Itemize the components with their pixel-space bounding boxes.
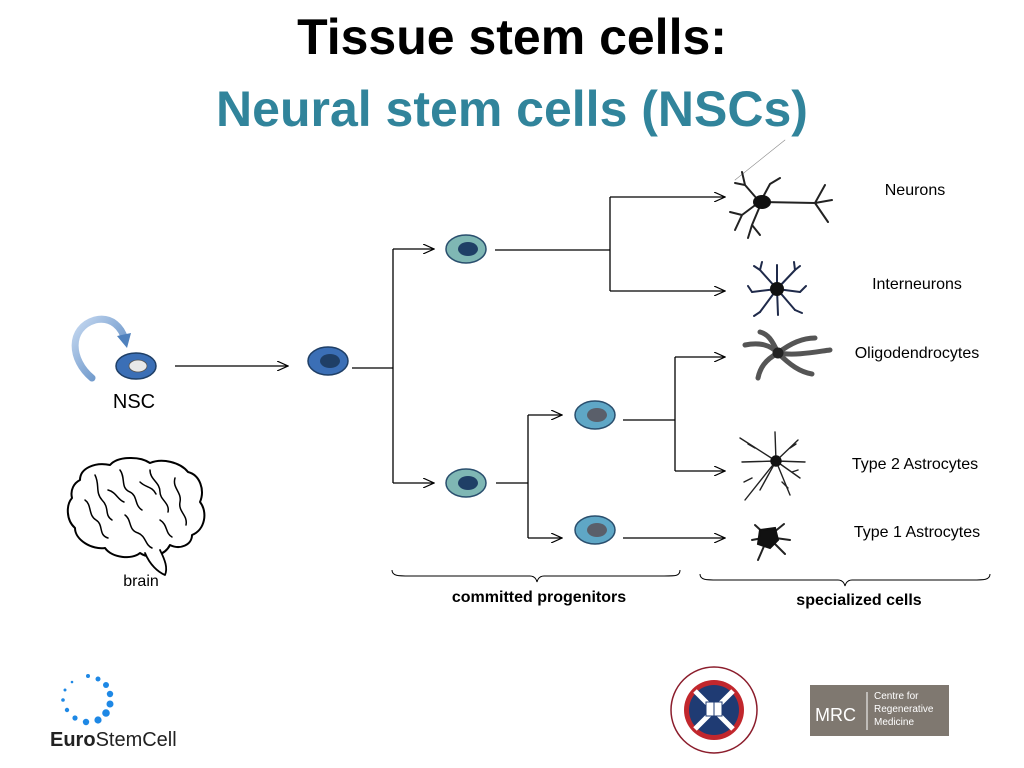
label-neurons: Neurons	[885, 182, 945, 199]
brace-committed-progenitors	[391, 569, 681, 583]
oligodendrocyte-icon	[742, 329, 833, 381]
progenitor-cell-upper	[445, 234, 487, 264]
university-of-edinburgh-seal	[670, 666, 758, 754]
brain-icon	[66, 457, 206, 576]
mrc-abbrev: MRC	[815, 705, 856, 725]
brace-specialized-cells	[699, 573, 991, 587]
label-interneurons: Interneurons	[872, 276, 962, 293]
mrc-line3: Medicine	[874, 717, 914, 728]
slide-title: Tissue stem cells:	[297, 9, 727, 65]
label-committed-progenitors: committed progenitors	[452, 589, 626, 606]
eurostemcell-logo-icon	[61, 674, 114, 726]
brain-label: brain	[123, 573, 159, 590]
glial-progenitor-lower	[574, 515, 616, 545]
self-renewal-arrow	[71, 315, 131, 382]
type2-astrocyte-icon	[739, 431, 806, 501]
neuron-icon	[729, 139, 833, 239]
branch-lines-glial	[496, 415, 562, 538]
mrc-line1: Centre for	[874, 691, 919, 702]
branch-lines-neuronal	[495, 197, 725, 291]
branch-lines-1	[352, 249, 434, 483]
label-type1-astrocytes: Type 1 Astrocytes	[854, 524, 980, 541]
mrc-logo: MRC Centre for Regenerative Medicine	[810, 685, 949, 736]
interneuron-icon	[747, 261, 807, 317]
type1-astrocyte-icon	[751, 523, 791, 561]
glial-progenitor-upper	[574, 400, 616, 430]
label-type2-astrocytes: Type 2 Astrocytes	[852, 456, 978, 473]
progenitor-cell-dark	[307, 346, 349, 376]
nsc-label: NSC	[113, 391, 155, 413]
label-oligodendrocytes: Oligodendrocytes	[855, 345, 980, 362]
progenitor-cell-lower	[445, 468, 487, 498]
slide-subtitle: Neural stem cells (NSCs)	[216, 81, 808, 137]
mrc-line2: Regenerative	[874, 704, 934, 715]
nsc-cell	[115, 352, 157, 380]
branch-lines-oligo-astro	[623, 357, 725, 471]
eurostemcell-logo-text: EuroStemCell	[50, 729, 177, 751]
label-specialized-cells: specialized cells	[796, 592, 922, 609]
